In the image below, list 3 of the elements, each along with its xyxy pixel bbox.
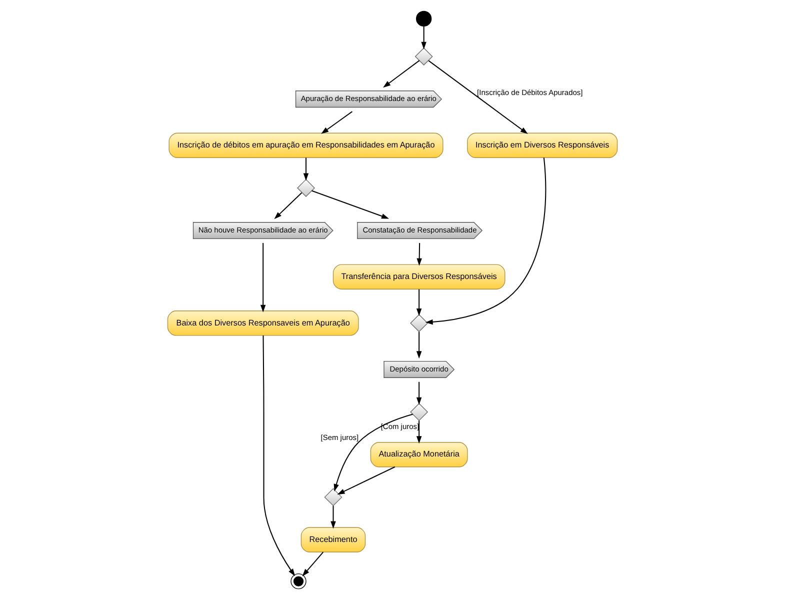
edge-label: [Sem juros]: [320, 433, 359, 442]
edge-label: [Com juros]: [380, 422, 420, 432]
edge-label: [Inscrição de Débitos Apurados]: [477, 88, 583, 97]
